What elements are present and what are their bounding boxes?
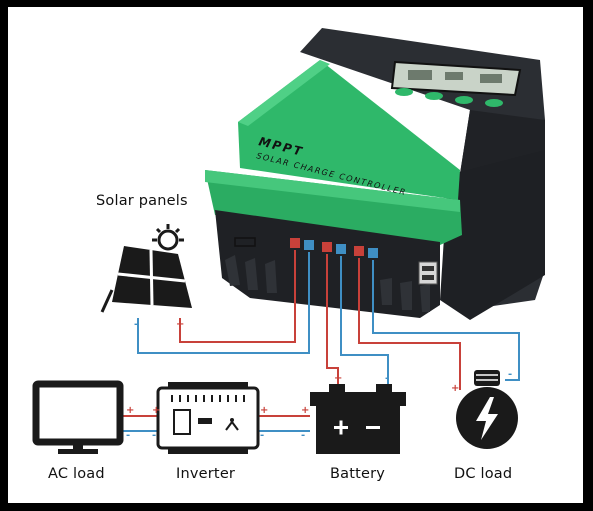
battery-icon [310, 384, 406, 454]
inverter-out-plus: + [260, 405, 268, 416]
solar-negative-wire [137, 252, 310, 354]
battery-indicator-icon [234, 237, 256, 247]
solar-minus: - [134, 319, 138, 330]
label-solar-panels: Solar panels [96, 193, 188, 209]
dc-positive-wire [358, 258, 461, 390]
battery-plus: + [334, 373, 342, 384]
heatsink-fins [225, 255, 430, 312]
battery-positive-wire [326, 254, 339, 384]
inverter-icon [156, 382, 260, 454]
lcd-display [390, 60, 522, 97]
dc-plus: + [451, 383, 459, 394]
inverter-in-minus: - [152, 430, 156, 441]
ac-minus: - [126, 430, 130, 441]
solar-panel-icon [100, 246, 192, 313]
battery-side-plus: + [301, 405, 309, 416]
inverter-out-minus: - [260, 430, 264, 441]
label-inverter: Inverter [176, 466, 236, 482]
solar-plus: + [176, 319, 184, 330]
dc-minus: - [508, 369, 512, 380]
polarity-marks: + - + - + - + - + - + - + - [126, 319, 512, 441]
label-battery: Battery [330, 466, 386, 482]
monitor-icon [32, 380, 124, 454]
wires [120, 250, 520, 432]
solar-positive-wire [179, 250, 296, 343]
terminal-block [290, 238, 378, 258]
inverter-in-plus: + [152, 405, 160, 416]
label-dc-load: DC load [454, 466, 513, 482]
usb-port-icon [418, 261, 438, 285]
sun-icon [152, 224, 184, 251]
label-ac-load: AC load [48, 466, 105, 482]
charge-controller: MPPT SOLAR CHARGE CONTROLLER [205, 28, 545, 320]
battery-side-minus: - [301, 430, 305, 441]
ac-plus: + [126, 405, 134, 416]
battery-negative-wire [340, 256, 389, 384]
control-buttons [395, 88, 503, 107]
dc-negative-wire [372, 260, 520, 381]
light-bulb-icon [456, 370, 518, 449]
battery-minus: - [385, 373, 389, 384]
